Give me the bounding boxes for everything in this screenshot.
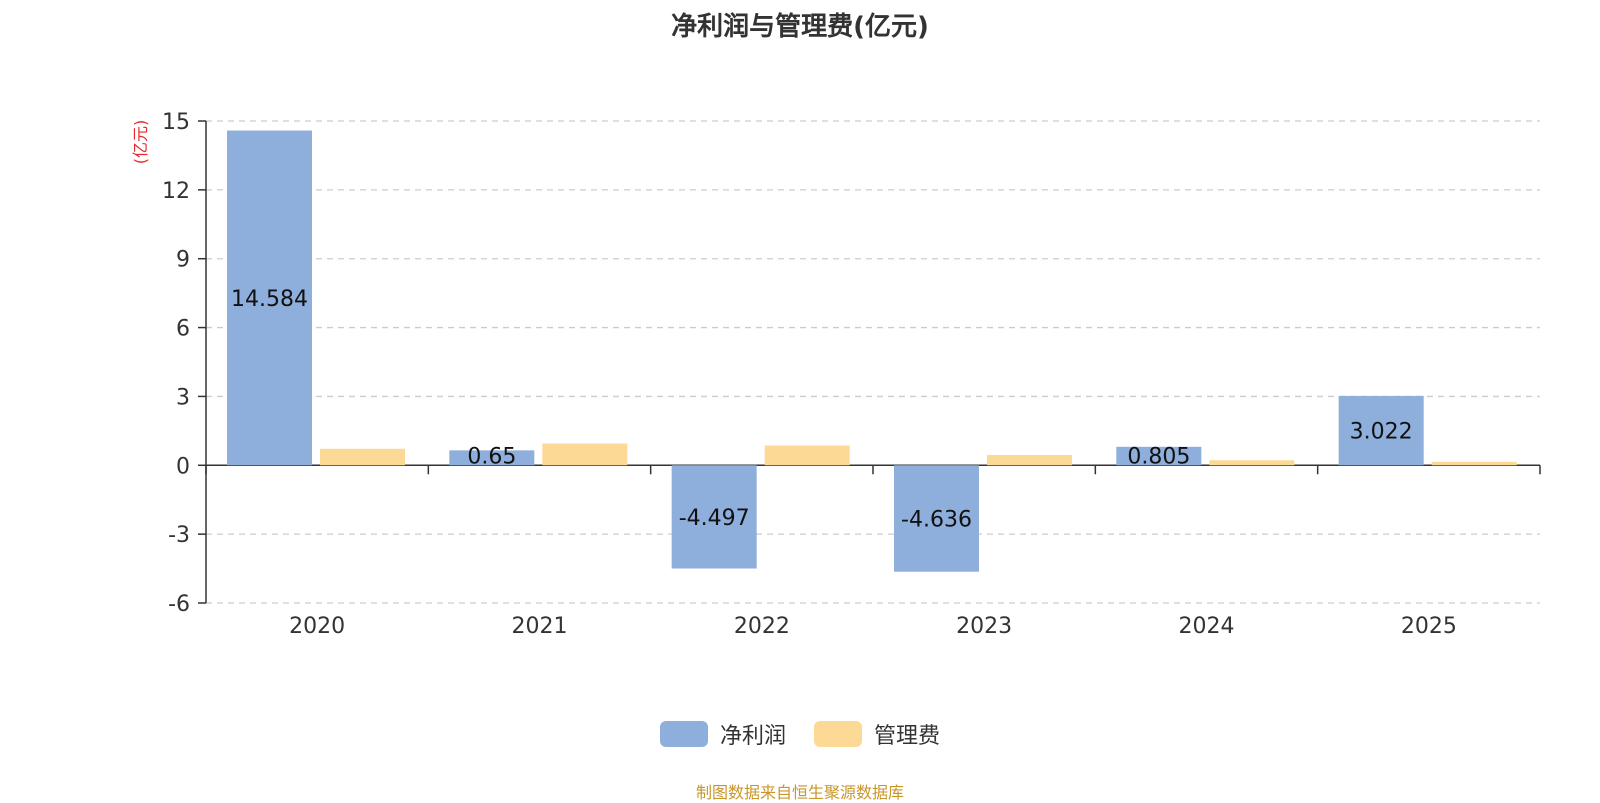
legend-item-net-profit[interactable]: 净利润 <box>659 718 786 750</box>
bar-admin-expense[interactable] <box>764 445 850 466</box>
y-tick-label: 9 <box>176 248 190 273</box>
y-tick-label: -6 <box>168 592 190 617</box>
x-tick-label: 2024 <box>1179 614 1235 639</box>
bar-admin-expense[interactable] <box>542 443 628 466</box>
bar-net-profit[interactable] <box>671 465 757 569</box>
data-label: -4.497 <box>679 506 750 531</box>
bar-net-profit[interactable] <box>1338 395 1424 466</box>
bar-net-profit[interactable] <box>1116 446 1202 466</box>
legend-swatch <box>814 721 862 747</box>
x-tick-label: 2023 <box>956 614 1012 639</box>
source-note: 制图数据来自恒生聚源数据库 <box>695 783 904 802</box>
bar-net-profit[interactable] <box>227 130 312 466</box>
data-label: 0.65 <box>467 444 516 469</box>
legend: 净利润 管理费 <box>0 718 1600 750</box>
data-labels: 14.584 0.65 -4.497 -4.636 0.805 3.022 <box>231 287 1413 533</box>
legend-label: 净利润 <box>719 724 786 749</box>
legend-item-admin-expense[interactable]: 管理费 <box>814 718 940 750</box>
data-label: 0.805 <box>1127 444 1190 469</box>
data-label: 3.022 <box>1350 420 1413 445</box>
bar-net-profit[interactable] <box>894 465 979 572</box>
x-tick-label: 2021 <box>512 614 568 639</box>
y-tick-label: 12 <box>162 179 190 204</box>
y-tick-label: 6 <box>176 317 190 342</box>
y-tick-label: 0 <box>176 454 190 479</box>
bar-admin-expense[interactable] <box>1209 460 1295 466</box>
bar-net-profit[interactable] <box>449 450 535 466</box>
grid-lines <box>206 120 1540 604</box>
legend-label: 管理费 <box>874 724 941 749</box>
bar-admin-expense[interactable] <box>987 454 1072 466</box>
bar-admin-expense[interactable] <box>1431 461 1517 466</box>
bar-chart: -6 -3 0 3 6 9 12 15 2020 2021 2022 2023 2024 2025 14.… <box>131 110 1541 639</box>
y-axis-label: (亿元) <box>131 120 150 165</box>
y-tick-label: -3 <box>168 523 190 548</box>
chart-title: 净利润与管理费(亿元) <box>671 12 929 42</box>
bar-admin-expense[interactable] <box>320 448 405 466</box>
bars <box>227 130 1517 572</box>
axes: -6 -3 0 3 6 9 12 15 2020 2021 2022 2023 2024 2025 <box>162 110 1541 639</box>
x-tick-label: 2025 <box>1401 614 1457 639</box>
x-tick-label: 2022 <box>734 614 790 639</box>
legend-swatch <box>659 721 708 747</box>
data-label: -4.636 <box>901 507 972 532</box>
y-tick-label: 3 <box>176 385 190 410</box>
y-tick-label: 15 <box>162 110 190 135</box>
x-tick-label: 2020 <box>289 614 345 639</box>
data-label: 14.584 <box>231 287 308 312</box>
